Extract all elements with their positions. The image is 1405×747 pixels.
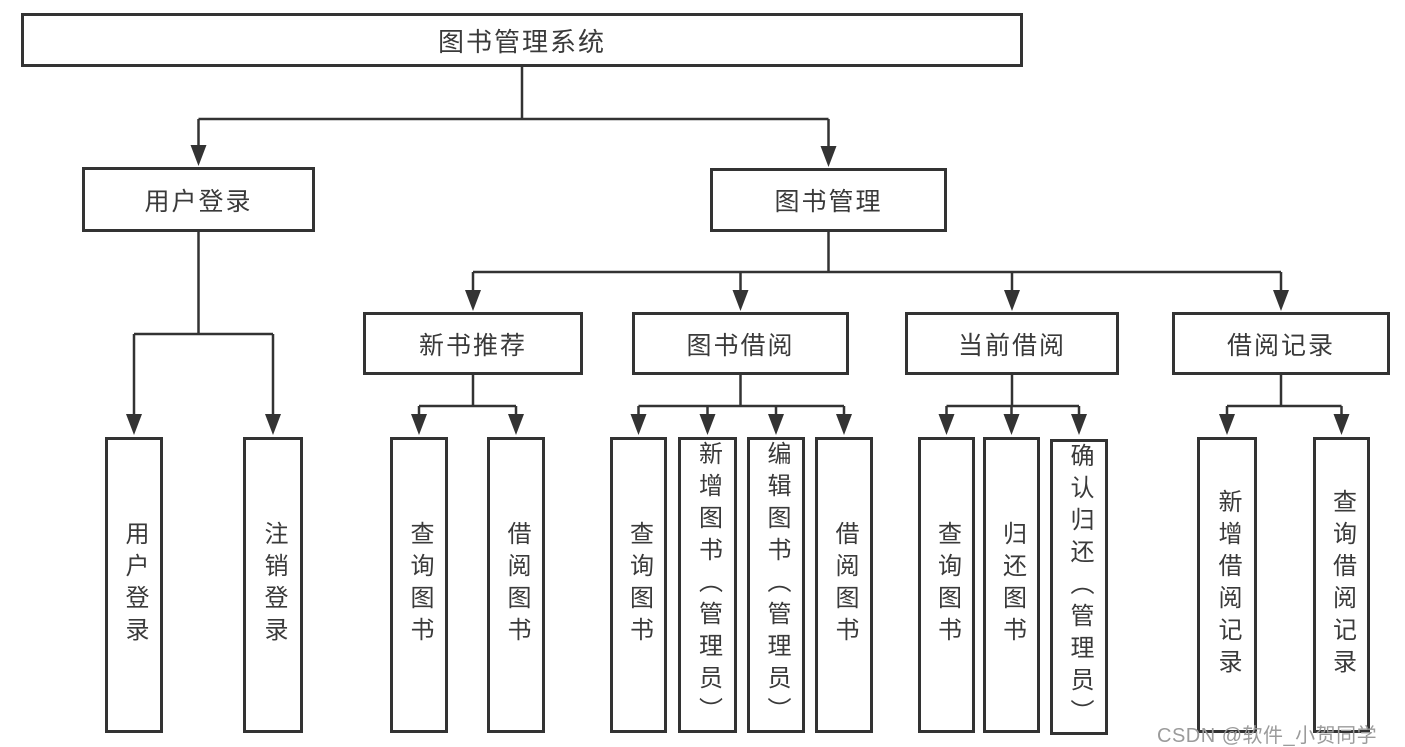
leaf-cb-confirm-return-admin: 确认归还（管理员） [1050, 439, 1108, 735]
csdn-watermark: CSDN @软件_小贺同学 [1157, 725, 1378, 747]
tree-trunk-lines [134, 67, 1342, 408]
leaf-user-login: 用户登录 [105, 437, 163, 733]
node-user-login: 用户登录 [82, 167, 315, 232]
leaf-cb-return-books: 归还图书 [983, 437, 1040, 733]
node-borrowing-records: 借阅记录 [1172, 312, 1390, 375]
node-root-system: 图书管理系统 [21, 13, 1023, 67]
leaf-cb-query-books: 查询图书 [918, 437, 975, 733]
arrow-shafts [132, 119, 1343, 415]
leaf-bb-add-books-admin: 新增图书（管理员） [678, 437, 737, 733]
leaf-bb-borrow-books: 借阅图书 [815, 437, 873, 733]
leaf-bb-edit-books-admin: 编辑图书（管理员） [747, 437, 805, 733]
node-current-borrowing: 当前借阅 [905, 312, 1119, 375]
node-book-management: 图书管理 [710, 168, 947, 232]
node-book-borrowing: 图书借阅 [632, 312, 849, 375]
node-new-book-recommend: 新书推荐 [363, 312, 583, 375]
leaf-logout: 注销登录 [243, 437, 303, 733]
leaf-nb-borrow-books: 借阅图书 [487, 437, 545, 733]
leaf-bb-query-books: 查询图书 [610, 437, 667, 733]
leaf-br-add-record: 新增借阅记录 [1197, 437, 1257, 733]
leaf-nb-query-books: 查询图书 [390, 437, 448, 733]
leaf-br-query-record: 查询借阅记录 [1313, 437, 1370, 733]
arrowheads [126, 145, 1350, 435]
